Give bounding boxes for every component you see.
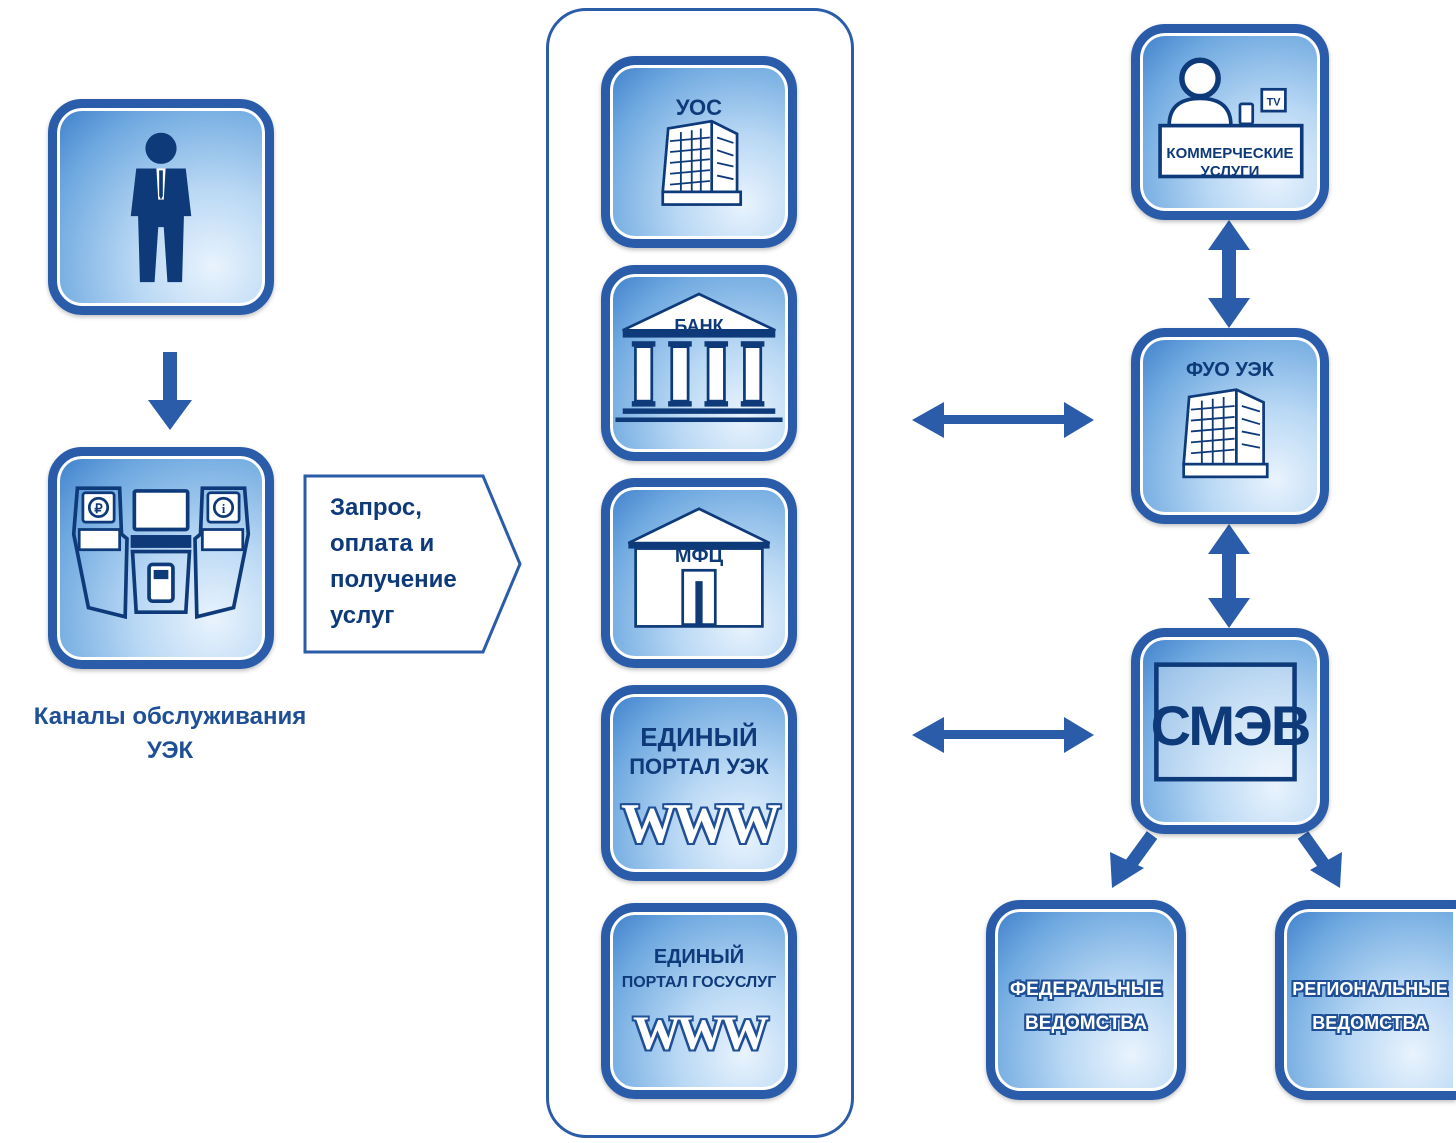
portal-uek-www: WWW <box>621 793 781 855</box>
channels-caption: Каналы обслуживания УЭК <box>20 700 320 768</box>
smev-label: СМЭВ <box>1150 694 1312 757</box>
bank-label: БАНК <box>674 316 724 336</box>
office-building-icon <box>661 119 743 206</box>
gosuslugi-www: WWW <box>633 1007 769 1060</box>
regional-line2: ВЕДОМСТВА <box>1312 1013 1428 1033</box>
svg-text:₽: ₽ <box>94 501 103 516</box>
fuo-label: ФУО УЭК <box>1186 359 1274 381</box>
monitor-frame-icon <box>1154 662 1297 782</box>
arrow-smev-federal <box>1110 831 1158 888</box>
commercial-line1: КОММЕРЧЕСКИЕ <box>1166 145 1294 162</box>
arrow-portal-smev <box>912 717 1094 753</box>
request-line4: услуг <box>330 602 395 629</box>
uos-tile: УОС <box>601 56 797 248</box>
portal-uek-tile: ЕДИНЫЙ ПОРТАЛ УЭК WWW <box>601 685 797 881</box>
federal-line1: ФЕДЕРАЛЬНЫЕ <box>1009 979 1163 1000</box>
mfc-building-icon <box>627 507 771 628</box>
arrow-smev-regional <box>1297 831 1342 888</box>
commercial-line2: УСЛУГИ <box>1200 163 1260 180</box>
person-tile <box>48 99 274 315</box>
portal-uek-line2: ПОРТАЛ УЭК <box>629 754 769 779</box>
arrow-fuo-smev <box>1208 524 1250 628</box>
regional-tile: РЕГИОНАЛЬНЫЕ ВЕДОМСТВА <box>1275 900 1456 1100</box>
smev-tile: СМЭВ <box>1131 628 1329 834</box>
svg-text:i: i <box>222 502 226 516</box>
gosuslugi-line1: ЕДИНЫЙ <box>653 946 745 968</box>
channels-tile: ₽ i <box>48 447 274 669</box>
bank-building-icon <box>615 292 783 423</box>
person-icon <box>130 132 192 283</box>
mfc-tile: МФЦ <box>601 478 797 668</box>
arrow-person-to-channels <box>148 352 192 430</box>
service-points-group <box>546 8 854 1138</box>
request-line2: оплата и <box>330 530 435 557</box>
arrow-commercial-fuo <box>1208 220 1250 328</box>
caption-line2: УЭК <box>146 737 194 764</box>
uos-label: УОС <box>675 95 723 120</box>
request-line1: Запрос, <box>330 494 422 521</box>
federal-tile: ФЕДЕРАЛЬНЫЕ ВЕДОМСТВА <box>986 900 1186 1100</box>
fuo-building-icon <box>1182 388 1269 479</box>
request-line3: получение <box>330 566 457 593</box>
bank-tile: БАНК <box>601 265 797 461</box>
gosuslugi-line2: ПОРТАЛ ГОСУСЛУГ <box>621 974 777 991</box>
regional-line1: РЕГИОНАЛЬНЫЕ <box>1292 979 1448 999</box>
tv-label: TV <box>1267 97 1282 109</box>
operator-desk-icon: TV <box>1158 57 1304 179</box>
request-callout <box>303 474 522 654</box>
portal-uek-line1: ЕДИНЫЙ <box>640 722 758 752</box>
service-kiosks-icon: ₽ i <box>71 486 251 620</box>
gosuslugi-tile: ЕДИНЫЙ ПОРТАЛ ГОСУСЛУГ WWW <box>601 903 797 1099</box>
caption-line1: Каналы обслуживания <box>33 703 307 730</box>
mfc-label: МФЦ <box>674 545 724 567</box>
request-text: Запрос, оплата и получение услуг <box>330 490 500 634</box>
fuo-tile: ФУО УЭК <box>1131 328 1329 524</box>
arrow-bank-fuo <box>912 402 1094 438</box>
commercial-tile: TV КОММЕРЧЕСКИЕ УСЛУГИ <box>1131 24 1329 220</box>
federal-line2: ВЕДОМСТВА <box>1025 1013 1147 1034</box>
